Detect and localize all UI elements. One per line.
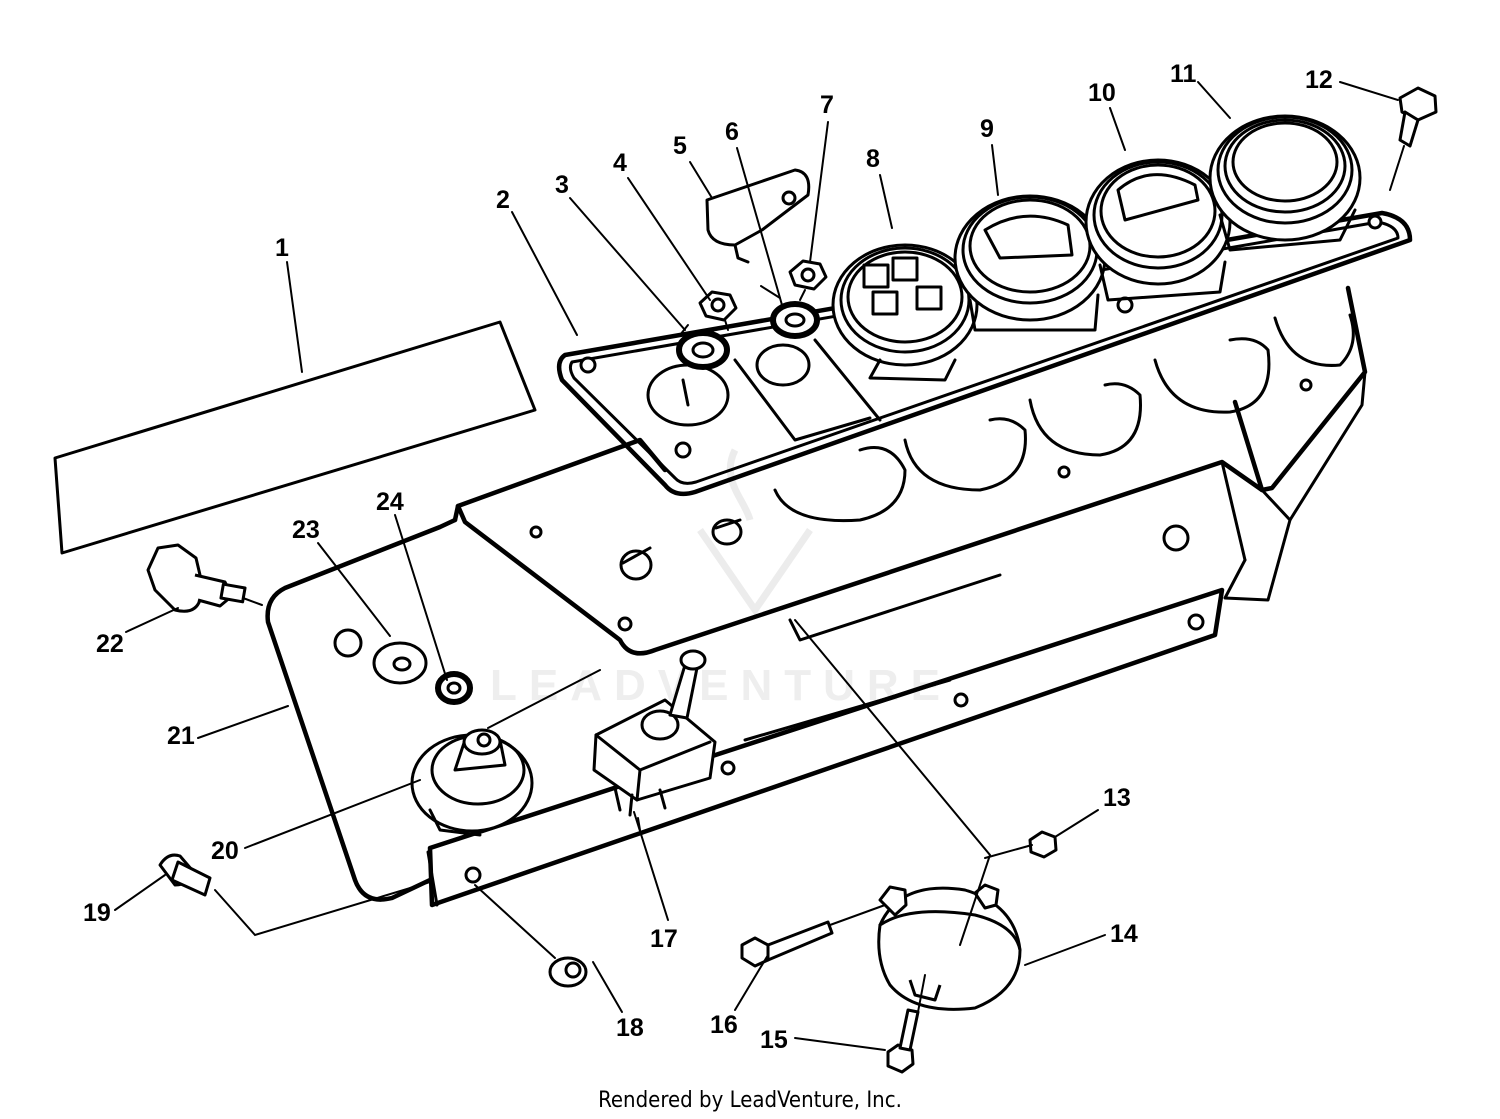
callout-20: 20 <box>211 837 239 865</box>
part-flange-nut-18 <box>548 956 588 988</box>
part-dash-housing <box>426 285 1368 908</box>
part-lock-washer-24 <box>435 671 473 705</box>
callouts: 1 2 3 4 5 6 7 8 9 10 11 12 13 14 15 16 1… <box>83 60 1333 1054</box>
callout-15: 15 <box>760 1026 788 1054</box>
render-credit: Rendered by LeadVenture, Inc. <box>598 1088 902 1113</box>
part-knob-22 <box>146 543 247 613</box>
callout-14: 14 <box>1110 920 1138 948</box>
callout-2: 2 <box>496 186 510 214</box>
part-nut-4 <box>698 290 738 322</box>
part-flat-washer-23 <box>372 641 428 685</box>
leader-lines <box>114 81 1399 1051</box>
part-rotary-switch-20 <box>410 728 534 837</box>
part-bolt-15 <box>886 1008 920 1074</box>
part-side-bracket-21 <box>265 517 458 902</box>
callout-10: 10 <box>1088 79 1116 107</box>
part-bolt-16 <box>740 920 834 968</box>
callout-13: 13 <box>1103 784 1131 812</box>
part-lock-washer-6 <box>770 301 820 339</box>
part-toggle-switch-17 <box>592 649 717 817</box>
callout-23: 23 <box>292 516 320 544</box>
part-screw-19 <box>158 853 212 897</box>
callout-21: 21 <box>167 722 195 750</box>
callout-16: 16 <box>710 1011 738 1039</box>
callout-8: 8 <box>866 145 880 173</box>
watermark: LEADVENTURE <box>490 448 952 710</box>
part-key-5 <box>705 168 811 264</box>
callout-12: 12 <box>1305 66 1333 94</box>
callout-4: 4 <box>613 149 627 177</box>
callout-11: 11 <box>1170 60 1197 88</box>
part-nut-7 <box>788 259 828 291</box>
callout-22: 22 <box>96 630 124 658</box>
callout-1: 1 <box>275 234 289 262</box>
part-indicator-gauge-8 <box>831 243 979 382</box>
callout-6: 6 <box>725 118 739 146</box>
callout-3: 3 <box>555 171 569 199</box>
part-bolt-12 <box>1398 86 1438 148</box>
callout-19: 19 <box>83 899 111 927</box>
callout-9: 9 <box>980 115 994 143</box>
callout-18: 18 <box>616 1014 644 1042</box>
part-lock-washer-3 <box>676 330 730 370</box>
part-clamp-14 <box>877 883 1022 1011</box>
callout-7: 7 <box>820 91 834 119</box>
part-gauge-11 <box>1208 114 1362 252</box>
assembly-lines <box>214 145 1405 1013</box>
callout-5: 5 <box>673 132 687 160</box>
callout-17: 17 <box>650 925 678 953</box>
callout-24: 24 <box>376 488 404 516</box>
watermark-text: LEADVENTURE <box>490 661 952 710</box>
part-gauge-10 <box>1084 158 1232 302</box>
part-nut-13 <box>1028 830 1058 859</box>
part-decal-1 <box>53 320 537 555</box>
